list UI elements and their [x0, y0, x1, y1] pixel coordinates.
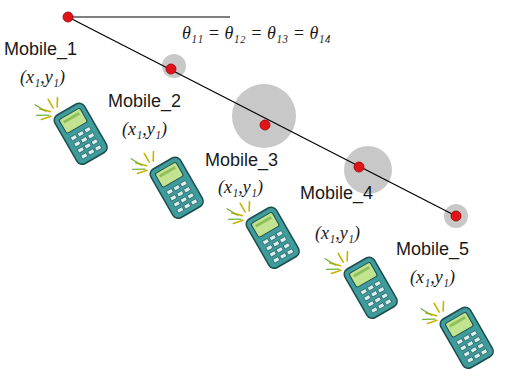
- mobile-name: Mobile_2: [108, 92, 181, 112]
- coordinate-label: (x₁,y₁): [218, 178, 263, 198]
- coordinate-label: (x₁,y₁): [315, 224, 360, 244]
- error-circle: [444, 204, 468, 228]
- reference-line: [68, 16, 230, 17]
- error-circle: [162, 54, 186, 78]
- mobile-name: Mobile_5: [396, 240, 469, 260]
- mobile-name: Mobile_3: [205, 151, 278, 171]
- mobile-phone: [32, 84, 110, 173]
- position-dot: [166, 64, 176, 74]
- position-dot: [451, 211, 461, 221]
- mobile-phone: [224, 188, 302, 277]
- coordinate-label: (x₁,y₁): [20, 68, 65, 88]
- mobile-name: Mobile_4: [300, 184, 373, 204]
- position-dot: [63, 12, 73, 22]
- angle-equation: θ₁₁ = θ₁₂ = θ₁₃ = θ₁₄: [182, 24, 331, 44]
- trajectory-line: [68, 17, 456, 216]
- error-circle: [232, 84, 296, 148]
- mobile-phone: [128, 138, 206, 227]
- coordinate-label: (x₁,y₁): [122, 120, 167, 140]
- coordinate-label: (x₁,y₁): [410, 268, 455, 288]
- position-dot: [260, 120, 270, 130]
- mobile-name: Mobile_1: [4, 40, 77, 60]
- mobile-phone: [418, 288, 496, 377]
- position-dot: [354, 162, 364, 172]
- mobile-phone: [322, 238, 400, 327]
